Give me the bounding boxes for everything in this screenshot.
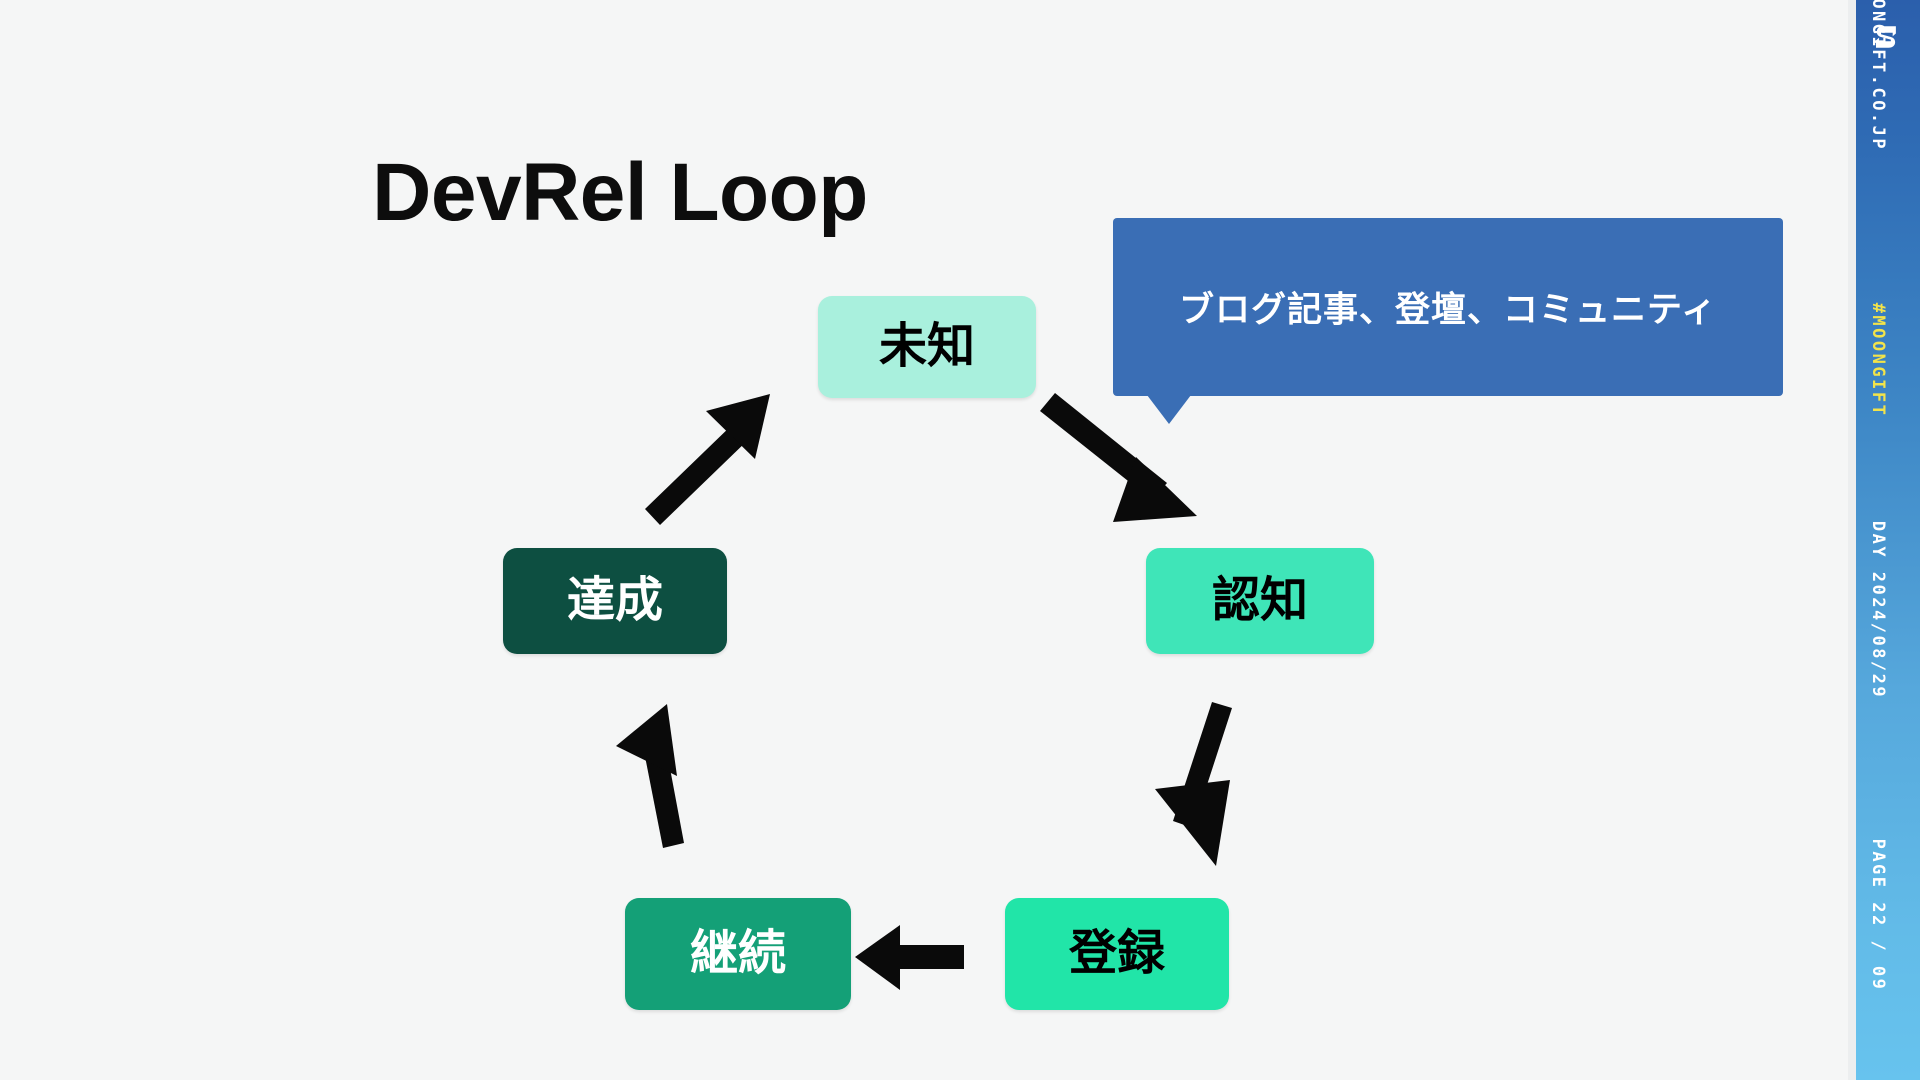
arrow-keizoku-to-tassei [616,704,684,848]
sidebar-hashtag: #MOONGIFT [1868,302,1888,418]
arrow-ninchi-to-toroku [1155,702,1232,866]
arrow-toroku-to-keizoku [855,925,964,990]
sidebar-brand-text: MOONGIFT.CO.JP [1868,0,1888,152]
page-title: DevRel Loop [372,146,868,238]
sidebar-day-label: DAY 2024/08/29 [1868,520,1888,700]
callout-text: ブログ記事、登壇、コミュニティ [1179,290,1717,330]
loop-node-michi[interactable]: 未知 [818,296,1036,398]
slide-canvas: DevRel Loop [372,146,1783,1010]
loop-node-toroku[interactable]: 登録 [1005,898,1229,1010]
loop-node-tassei[interactable]: 達成 [503,548,727,654]
loop-node-ninchi[interactable]: 認知 [1146,548,1374,654]
arrow-tassei-to-michi [645,394,770,525]
sidebar-page-label: PAGE 22 / 09 [1868,838,1888,992]
callout-box: ブログ記事、登壇、コミュニティ [1113,218,1783,396]
brand-sidebar: MOONGIFT.CO.JP #MOONGIFT DAY 2024/08/29 … [1856,0,1920,1080]
loop-node-keizoku[interactable]: 継続 [625,898,851,1010]
sidebar-divider [1848,0,1856,1080]
moongift-logo-icon [1876,26,1896,48]
callout-tail-icon [1147,395,1191,424]
